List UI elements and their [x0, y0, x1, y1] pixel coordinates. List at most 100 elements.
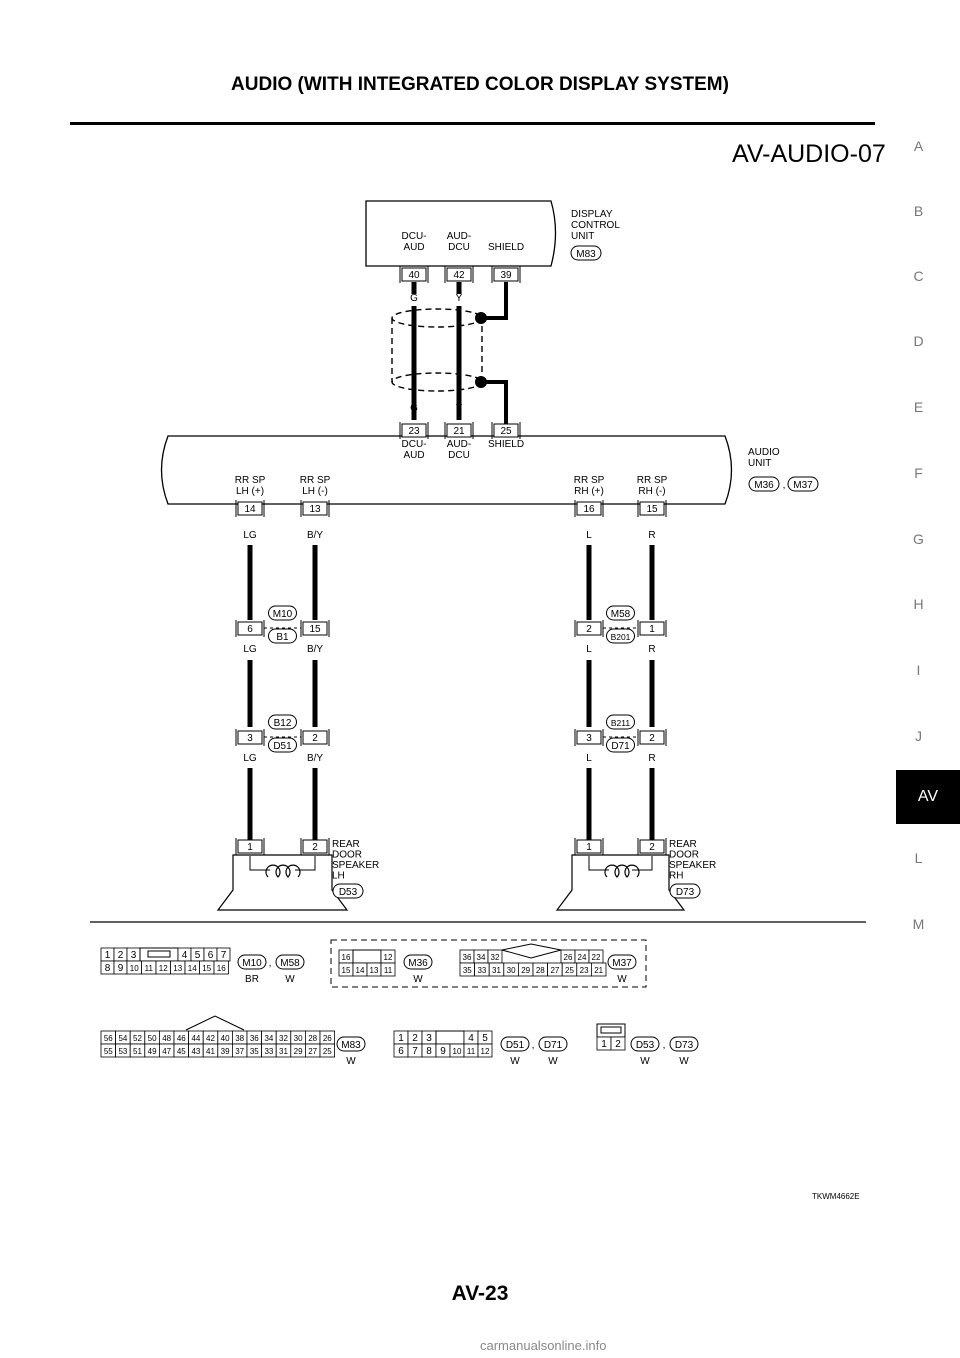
- connector-color: W: [413, 974, 423, 985]
- joint-pin: 6: [247, 624, 253, 635]
- speaker-pin-box: [576, 839, 602, 854]
- connector-view-d51-pin: 12: [481, 1047, 490, 1056]
- connector-id-d53-outline: [630, 1036, 660, 1052]
- section-index-l[interactable]: L: [914, 850, 923, 866]
- display-unit-pin-bracket: [491, 266, 521, 283]
- connector-id-d73: D73: [675, 1040, 694, 1051]
- display-unit-pin-label: DCU-: [402, 231, 427, 242]
- connector-view-m10-pin: 15: [202, 964, 211, 973]
- section-index-b[interactable]: B: [913, 203, 924, 219]
- connector-id-b201-outline: [606, 628, 635, 644]
- speaker-pin: 2: [312, 842, 318, 853]
- connector-id-b1: B1: [276, 632, 289, 643]
- connector-color: W: [285, 974, 295, 985]
- audio-unit-pin-label: RR SP: [235, 475, 266, 486]
- audio-unit-pin-bracket: [444, 422, 474, 439]
- wire-color: R: [648, 644, 655, 655]
- connector-view-m37-pin: 36: [463, 953, 472, 962]
- connector-view-m83-pin: 36: [250, 1034, 259, 1043]
- audio-unit-pin-box: [446, 423, 472, 438]
- connector-color: W: [548, 1056, 558, 1067]
- connector-view-m83-pin: 31: [279, 1047, 288, 1056]
- display-unit-pin-box: [401, 267, 427, 282]
- connector-view-m37-pin: 27: [550, 966, 559, 975]
- watermark: carmanualsonline.info: [480, 1338, 607, 1353]
- display-unit-pin-label: SHIELD: [488, 242, 524, 253]
- audio-unit-pin-bracket: [300, 500, 330, 517]
- speaker-name: SPEAKER: [669, 860, 716, 871]
- connector-view-d53-lock: [600, 1026, 622, 1034]
- joint-pin: 2: [649, 733, 655, 744]
- connector-id-m83-outline: [570, 245, 602, 261]
- shield-drain-bottom: [485, 380, 508, 440]
- speaker-coil: [265, 864, 301, 878]
- connector-view-m10-lock: [147, 950, 171, 958]
- connector-id-d51: D51: [273, 741, 292, 752]
- connector-view-m83-pin: 32: [279, 1034, 288, 1043]
- section-index-g[interactable]: G: [913, 531, 924, 547]
- section-index-f[interactable]: F: [914, 465, 923, 481]
- audio-unit-pin-label: DCU-: [402, 439, 427, 450]
- connector-view-m83-pin: 30: [294, 1034, 303, 1043]
- section-index-m[interactable]: M: [912, 916, 925, 932]
- section-index-a[interactable]: A: [913, 138, 924, 154]
- connector-id-d53: D53: [636, 1040, 655, 1051]
- connector-view-m10-pin: 9: [118, 963, 124, 974]
- separator: ,: [783, 480, 786, 491]
- speaker-lead: [249, 856, 316, 871]
- audio-unit-pin-label: SHIELD: [488, 439, 524, 450]
- connector-view-d51-pin: 2: [412, 1033, 418, 1044]
- section-index-c[interactable]: C: [913, 268, 924, 284]
- wire-color: LG: [243, 753, 257, 764]
- speaker-body: [555, 854, 686, 911]
- audio-unit-pin-box: [639, 501, 665, 516]
- joint-pin-box: [639, 730, 665, 745]
- section-index-j[interactable]: J: [915, 728, 922, 744]
- audio-unit-pin: 14: [244, 504, 256, 515]
- joint-pin: 15: [309, 624, 321, 635]
- connector-id-m10-outline: [237, 954, 267, 970]
- connector-view-m83-pin: 45: [177, 1047, 186, 1056]
- connector-view-m83-pin: 49: [148, 1047, 157, 1056]
- section-index-i[interactable]: I: [916, 662, 921, 678]
- section-index-e[interactable]: E: [913, 399, 924, 415]
- connector-id-d53: D53: [339, 887, 358, 898]
- connector-id-d73: D73: [676, 887, 695, 898]
- audio-unit-pin-box: [576, 501, 602, 516]
- section-index-d[interactable]: D: [913, 333, 924, 349]
- display-unit-pin-label: AUD: [403, 242, 424, 253]
- display-unit-pin-label: AUD-: [447, 231, 471, 242]
- speaker-coil: [604, 864, 640, 878]
- connector-id-m83-outline: [336, 1036, 366, 1052]
- connector-view-m10-pin: 14: [188, 964, 197, 973]
- speaker-pin-bracket: [235, 838, 265, 855]
- section-index-av[interactable]: AV: [896, 770, 960, 824]
- audio-unit-pin-box: [401, 423, 427, 438]
- connector-view-m83-pin: 38: [235, 1034, 244, 1043]
- wire-color: B/Y: [307, 530, 323, 541]
- connector-view-d51-cell: [477, 1043, 493, 1058]
- audio-unit-pin-bracket: [235, 500, 265, 517]
- connector-id-b201: B201: [611, 632, 631, 642]
- connector-id-b211-outline: [606, 714, 635, 730]
- wire-color: Y: [456, 293, 463, 304]
- connector-view-m10-pin: 2: [118, 950, 124, 961]
- audio-unit-pin: 23: [408, 426, 420, 437]
- display-unit-pin: 39: [500, 270, 512, 281]
- display-unit-pin-box: [446, 267, 472, 282]
- connector-view-m83-pin: 48: [162, 1034, 171, 1043]
- wire-color: LG: [243, 530, 257, 541]
- connector-view-d51-pin: 4: [468, 1033, 474, 1044]
- connector-view-m10-pin: 7: [221, 950, 227, 961]
- shield-drain-top: [485, 282, 508, 320]
- connector-id-d71: D71: [544, 1040, 563, 1051]
- audio-unit-name: AUDIO: [748, 447, 780, 458]
- connector-id-m37-outline: [607, 954, 637, 970]
- wire-color: B/Y: [307, 644, 323, 655]
- connector-id-m10: M10: [242, 958, 262, 969]
- section-index-h[interactable]: H: [913, 596, 924, 612]
- connector-id-b12: B12: [274, 718, 292, 729]
- wire-color: B/Y: [307, 753, 323, 764]
- audio-unit-pin-bracket: [574, 500, 604, 517]
- joint-pin-box: [302, 730, 328, 745]
